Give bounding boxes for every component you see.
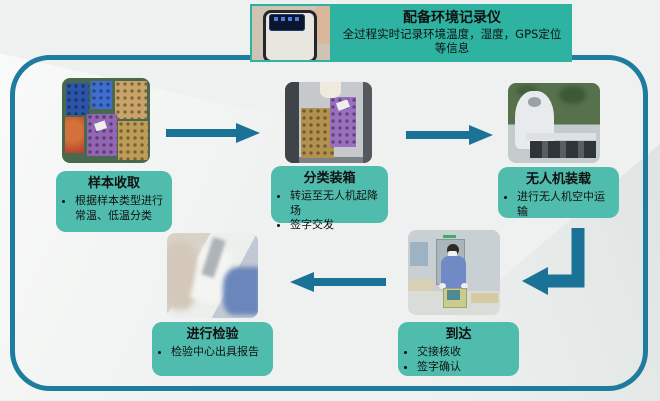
step-label-sample-collection: 样本收取 根据样本类型进行常温、低温分类 <box>56 171 172 232</box>
step-bullet: 签字交发 <box>290 218 382 232</box>
step-label-arrival: 到达 交接核收 签字确认 <box>398 322 519 376</box>
step-bullet: 签字确认 <box>417 360 513 374</box>
arrow-right-icon <box>166 122 261 144</box>
step-label-sorting-boxing: 分类装箱 转运至无人机起降场 签字交发 <box>271 166 388 231</box>
header-callout: 配备环境记录仪 全过程实时记录环境温度，湿度，GPS定位等信息 <box>250 4 572 62</box>
arrival-handover-photo <box>408 230 500 315</box>
step-title: 样本收取 <box>87 176 140 191</box>
step-title: 分类装箱 <box>303 171 356 186</box>
header-text: 配备环境记录仪 全过程实时记录环境温度，湿度，GPS定位等信息 <box>332 4 572 62</box>
packing-box-photo <box>285 82 372 163</box>
arrow-right-icon <box>406 124 494 146</box>
step-title: 无人机装载 <box>525 172 591 187</box>
step-bullet: 转运至无人机起降场 <box>290 189 382 218</box>
header-title: 配备环境记录仪 <box>403 10 501 27</box>
step-label-testing: 进行检验 检验中心出具报告 <box>152 322 273 376</box>
arrow-elbow-down-left-icon <box>516 226 592 296</box>
step-bullet: 根据样本类型进行常温、低温分类 <box>75 194 166 223</box>
step-title: 进行检验 <box>186 327 239 342</box>
sample-trays-photo <box>62 78 150 163</box>
step-bullet: 检验中心出具报告 <box>171 345 267 359</box>
step-bullet: 进行无人机空中运输 <box>517 190 613 219</box>
drone-loading-photo <box>508 83 600 163</box>
lab-testing-photo <box>167 233 258 318</box>
step-bullet: 交接核收 <box>417 345 513 359</box>
arrow-left-icon <box>288 271 386 293</box>
step-label-drone-loading: 无人机装载 进行无人机空中运输 <box>498 167 619 218</box>
environment-recorder-photo <box>252 6 330 60</box>
step-title: 到达 <box>445 327 472 342</box>
header-subtitle: 全过程实时记录环境温度，湿度，GPS定位等信息 <box>342 27 562 56</box>
